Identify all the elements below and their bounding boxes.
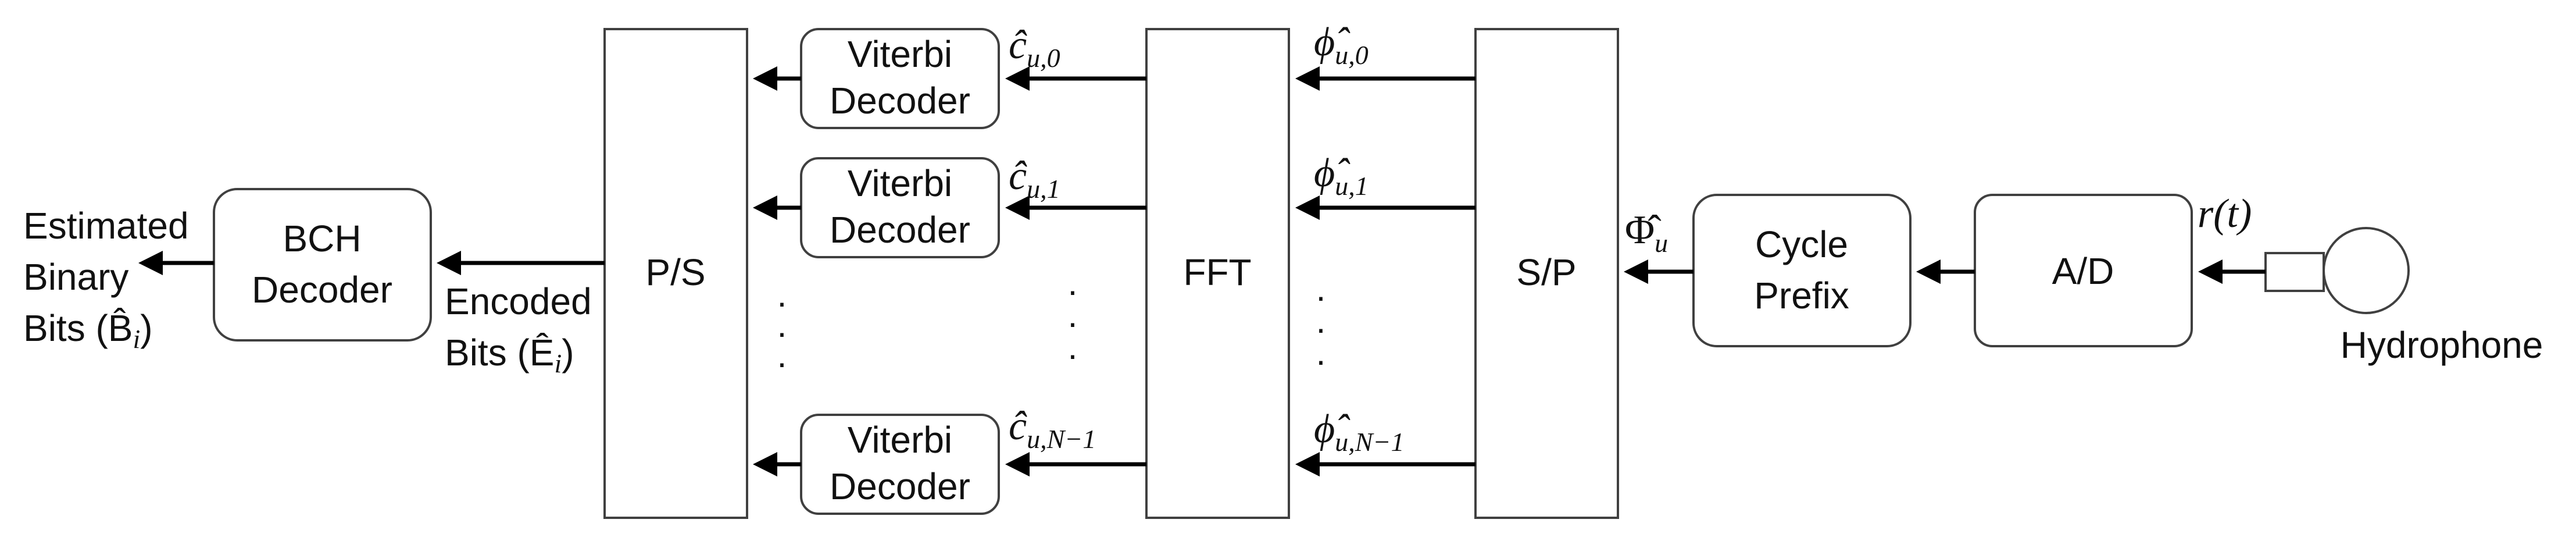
hydrophone-connector <box>2264 252 2325 292</box>
cycle-prefix-block: Cycle Prefix <box>1692 194 1912 347</box>
svg-text:·: · <box>1067 303 1078 342</box>
signal-c-u-1: ĉu,1 <box>1009 154 1060 204</box>
svg-text:Binary: Binary <box>23 256 128 298</box>
svg-text:Bits (B̂i): Bits (B̂i) <box>23 307 153 354</box>
ad-label: A/D <box>2052 250 2114 292</box>
signal-phi-u-0: ϕ̂u,0 <box>1314 20 1369 70</box>
signal-phi-u-n-minus-1: ϕ̂u,N−1 <box>1314 407 1404 457</box>
viterbi-1-label-line2: Decoder <box>830 209 970 251</box>
viterbi-0-label-line2: Decoder <box>830 80 970 122</box>
svg-text:·: · <box>1315 277 1327 316</box>
ellipsis-fft-to-sp: · · · <box>1315 277 1327 380</box>
signal-r-t: r(t) <box>2198 191 2252 236</box>
viterbi-1-label-line1: Viterbi <box>848 162 952 204</box>
svg-text:·: · <box>1067 335 1078 374</box>
hydrophone-label: Hydrophone <box>2341 324 2543 366</box>
viterbi-decoder-1: Viterbi Decoder <box>800 157 1000 258</box>
viterbi-0-label-line1: Viterbi <box>848 33 952 75</box>
fft-block: FFT <box>1145 28 1290 519</box>
viterbi-decoder-0: Viterbi Decoder <box>800 28 1000 129</box>
signal-phi-u-1: ϕ̂u,1 <box>1314 151 1369 201</box>
viterbi-decoder-n-minus-1: Viterbi Decoder <box>800 414 1000 515</box>
hydrophone-icon <box>2323 227 2410 314</box>
encoded-bits-label: Encoded Bits (Êi) <box>445 280 592 378</box>
ellipsis-viterbi-to-fft: · · · <box>1067 271 1078 374</box>
signal-c-u-0: ĉu,0 <box>1009 23 1060 73</box>
svg-text:·: · <box>776 313 788 352</box>
cycle-prefix-label-line1: Cycle <box>1755 223 1848 265</box>
svg-text:Encoded: Encoded <box>445 280 592 322</box>
fft-label: FFT <box>1183 251 1251 293</box>
ps-label: P/S <box>645 251 705 293</box>
svg-text:·: · <box>776 343 788 382</box>
svg-text:·: · <box>1067 271 1078 310</box>
sp-label: S/P <box>1516 251 1576 293</box>
svg-text:·: · <box>1315 341 1327 380</box>
svg-text:Estimated: Estimated <box>23 205 189 247</box>
svg-text:·: · <box>776 283 788 322</box>
bch-decoder-label-line1: BCH <box>283 218 361 259</box>
estimated-binary-bits-label: Estimated Binary Bits (B̂i) <box>23 205 189 354</box>
viterbi-n1-label-line1: Viterbi <box>848 419 952 461</box>
cycle-prefix-label-line2: Prefix <box>1754 275 1849 316</box>
bch-decoder-label-line2: Decoder <box>252 269 392 311</box>
viterbi-n1-label-line2: Decoder <box>830 465 970 507</box>
hydrophone: Hydrophone <box>2264 227 2543 366</box>
signal-c-u-n-minus-1: ĉu,N−1 <box>1009 404 1096 454</box>
signal-Phi-u: Φ̂u <box>1625 208 1668 258</box>
sp-block: S/P <box>1474 28 1619 519</box>
bch-decoder-block: BCH Decoder <box>213 188 432 342</box>
svg-text:·: · <box>1315 309 1327 348</box>
ps-block: P/S <box>603 28 748 519</box>
ellipsis-ps-to-viterbi: · · · <box>776 283 788 382</box>
ad-block: A/D <box>1974 194 2193 347</box>
svg-text:Bits (Êi): Bits (Êi) <box>445 332 574 378</box>
